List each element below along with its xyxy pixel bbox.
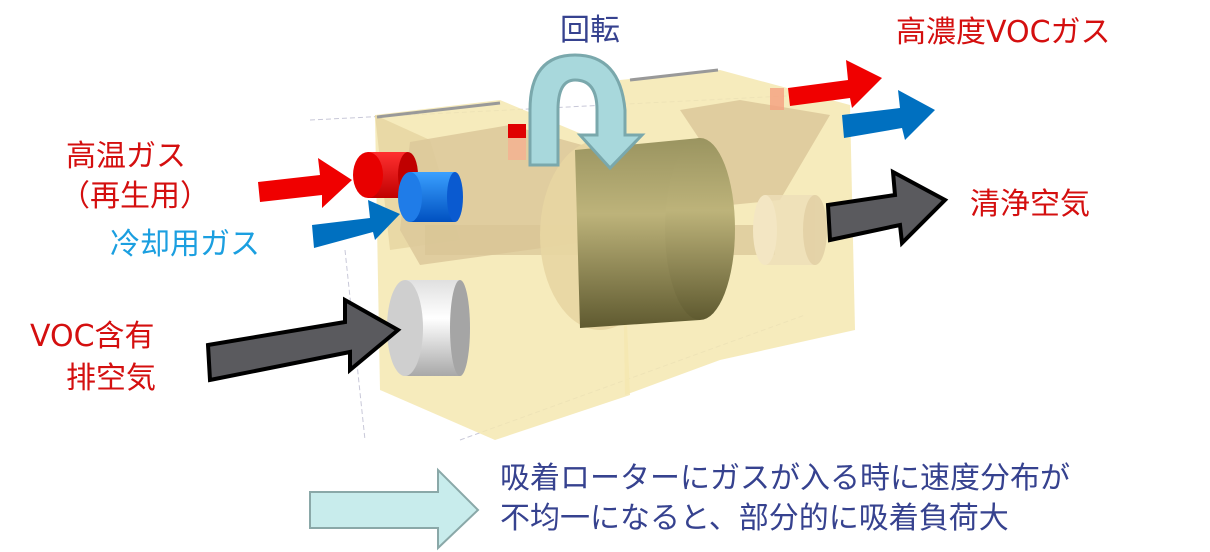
- hot-gas-in-arrow: [258, 158, 352, 208]
- high-conc-voc-gas-label: 高濃度VOCガス: [896, 15, 1111, 50]
- note-line-1: 吸着ローターにガスが入る時に速度分布が: [500, 461, 1070, 496]
- voc-in-arrow: [205, 296, 402, 383]
- adsorption-rotor: [575, 138, 735, 328]
- note-line-2: 不均一になると、部分的に吸着負荷大: [500, 501, 1009, 536]
- cooling-gas-label: 冷却用ガス: [110, 227, 260, 262]
- cooling-out-arrow: [842, 90, 935, 140]
- rotation-arrow: [528, 53, 646, 171]
- note-arrow: [309, 467, 480, 551]
- clean-air-out-arrow: [825, 168, 949, 248]
- regeneration-label: （再生用）: [60, 179, 210, 214]
- cooling-gas-in-arrow: [312, 200, 400, 248]
- outlet-duct: [680, 100, 830, 205]
- hot-gas-label: 高温ガス: [66, 139, 186, 174]
- voc-exhaust-label: VOC含有: [30, 319, 155, 354]
- clean-air-label: 清浄空気: [970, 187, 1090, 222]
- red-marker: [508, 124, 526, 138]
- voc-inlet: [387, 280, 470, 376]
- cooling-gas-inlet: [398, 172, 463, 222]
- exhaust-air-label: 排空気: [66, 361, 156, 396]
- high-voc-out-arrow: [788, 60, 882, 108]
- clean-outlet: [753, 195, 827, 265]
- rotation-label: 回転: [560, 13, 620, 48]
